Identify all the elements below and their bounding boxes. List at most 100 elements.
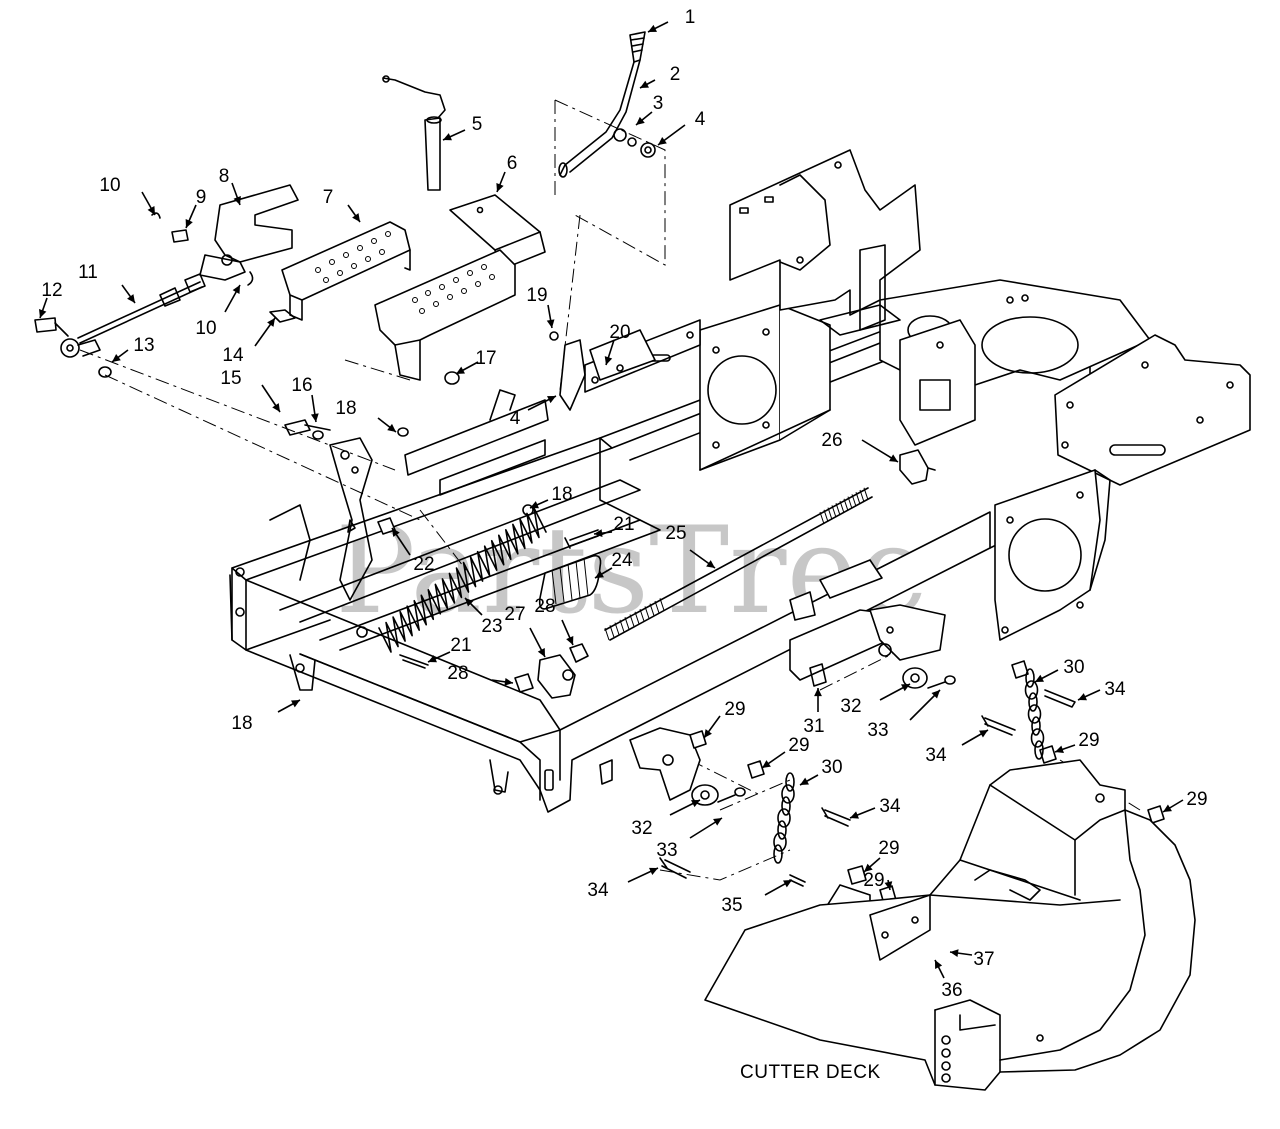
callout-arrowhead-9 bbox=[185, 219, 193, 228]
callout-arrowhead-21a bbox=[594, 529, 603, 537]
callout-arrowhead-2 bbox=[640, 80, 649, 88]
callout-arrowhead-12 bbox=[38, 309, 47, 318]
callout-label-28b: 28 bbox=[447, 663, 468, 684]
right-side-plate bbox=[994, 334, 1251, 641]
callout-arrowhead-17 bbox=[456, 366, 465, 374]
callout-label-20: 20 bbox=[609, 322, 630, 343]
left-bracket-assembly bbox=[329, 389, 549, 601]
callout-arrowhead-35 bbox=[783, 880, 792, 888]
callout-label-30b: 30 bbox=[821, 757, 842, 778]
callout-label-18a: 18 bbox=[335, 398, 356, 419]
chain-link bbox=[781, 796, 791, 816]
callout-label-32a: 32 bbox=[840, 696, 861, 717]
callout-label-18b: 18 bbox=[551, 484, 572, 505]
callout-label-31: 31 bbox=[803, 716, 824, 737]
callout-label-5: 5 bbox=[472, 114, 483, 135]
linkage-assembly bbox=[34, 184, 299, 378]
chain-link bbox=[1027, 704, 1042, 724]
callout-label-9: 9 bbox=[196, 187, 207, 208]
callout-arrowhead-4a bbox=[658, 137, 667, 145]
chain-link bbox=[1030, 728, 1045, 748]
callout-arrowhead-29a bbox=[704, 729, 712, 738]
callout-label-29d: 29 bbox=[1186, 789, 1207, 810]
callout-label-33a: 33 bbox=[867, 720, 888, 741]
callout-label-10b: 10 bbox=[195, 318, 216, 339]
callout-label-32b: 32 bbox=[631, 818, 652, 839]
callout-label-30a: 30 bbox=[1063, 657, 1084, 678]
chain-link bbox=[785, 772, 795, 792]
callout-label-11: 11 bbox=[78, 262, 98, 283]
callout-label-27: 27 bbox=[504, 604, 525, 625]
callout-arrowhead-27 bbox=[537, 648, 545, 657]
callout-arrowhead-13 bbox=[112, 354, 121, 362]
callout-label-4b: 4 bbox=[510, 408, 521, 429]
callout-arrowhead-34a bbox=[1078, 693, 1087, 701]
callout-label-29a: 29 bbox=[724, 699, 745, 720]
callout-label-7: 7 bbox=[323, 187, 334, 208]
callout-label-13: 13 bbox=[133, 335, 154, 356]
chain-link bbox=[773, 844, 783, 864]
callout-label-2: 2 bbox=[670, 64, 681, 85]
callout-arrowhead-29c bbox=[1055, 745, 1064, 754]
chain-link bbox=[777, 820, 787, 840]
callout-arrowhead-34c bbox=[850, 811, 859, 819]
callout-label-22: 22 bbox=[413, 554, 434, 575]
callout-label-24: 24 bbox=[611, 550, 633, 571]
callout-arrowhead-18a bbox=[387, 423, 396, 432]
callout-label-17: 17 bbox=[475, 348, 496, 369]
callout-arrowhead-7 bbox=[352, 213, 360, 222]
callout-label-1: 1 bbox=[685, 7, 696, 28]
hitch-pin bbox=[382, 75, 446, 191]
callout-arrowhead-34d bbox=[649, 867, 658, 875]
callout-label-23: 23 bbox=[481, 616, 502, 637]
callout-arrowhead-29f bbox=[884, 881, 893, 890]
callout-arrowhead-28a bbox=[566, 636, 574, 645]
callout-label-3: 3 bbox=[653, 93, 664, 114]
callout-arrowhead-23 bbox=[465, 598, 474, 607]
callout-label-29f: 29 bbox=[863, 870, 884, 891]
callout-label-4a: 4 bbox=[695, 109, 706, 130]
callout-label-34c: 34 bbox=[879, 796, 901, 817]
callout-arrowhead-19 bbox=[546, 319, 555, 328]
callout-label-34d: 34 bbox=[587, 880, 609, 901]
callout-arrowhead-25 bbox=[706, 560, 715, 568]
chain-link bbox=[1028, 692, 1038, 712]
spring-assembly bbox=[356, 449, 936, 699]
callout-label-12: 12 bbox=[41, 280, 62, 301]
callout-arrowhead-36 bbox=[935, 960, 943, 969]
callout-arrowhead-32a bbox=[901, 684, 910, 692]
callout-arrowhead-3 bbox=[636, 116, 645, 125]
callout-arrowhead-29d bbox=[1163, 804, 1172, 812]
callout-label-25: 25 bbox=[665, 523, 686, 544]
callout-arrowhead-22 bbox=[392, 528, 400, 537]
callout-arrowhead-31 bbox=[814, 688, 822, 697]
callout-label-8: 8 bbox=[219, 166, 230, 187]
callout-arrowhead-18b bbox=[530, 501, 539, 509]
callout-arrowhead-4b bbox=[547, 396, 556, 404]
callout-arrowhead-24 bbox=[595, 570, 604, 578]
callout-arrowhead-33b bbox=[713, 818, 722, 826]
callout-arrowhead-32b bbox=[691, 800, 700, 808]
shift-lever bbox=[558, 31, 656, 178]
callout-label-35: 35 bbox=[721, 895, 742, 916]
chain-link bbox=[773, 832, 787, 852]
callout-arrowhead-8 bbox=[233, 196, 241, 205]
callout-label-33b: 33 bbox=[656, 840, 677, 861]
chain-link bbox=[1034, 740, 1044, 760]
chain-link bbox=[1025, 668, 1035, 688]
callout-label-26: 26 bbox=[821, 430, 842, 451]
callout-arrowhead-10a bbox=[147, 206, 155, 215]
callout-arrowhead-30b bbox=[800, 777, 809, 785]
callout-arrowhead-11 bbox=[127, 294, 135, 303]
callout-arrowhead-20 bbox=[604, 356, 613, 365]
cutter-deck-label: CUTTER DECK bbox=[740, 1062, 881, 1083]
callout-arrowhead-10b bbox=[232, 285, 240, 294]
callout-arrowhead-37 bbox=[950, 949, 959, 957]
callout-label-34b: 34 bbox=[925, 745, 947, 766]
callout-arrows bbox=[38, 21, 1184, 979]
callout-label-34a: 34 bbox=[1104, 679, 1126, 700]
hardware-small bbox=[269, 309, 656, 440]
callout-arrowhead-26 bbox=[889, 454, 898, 462]
